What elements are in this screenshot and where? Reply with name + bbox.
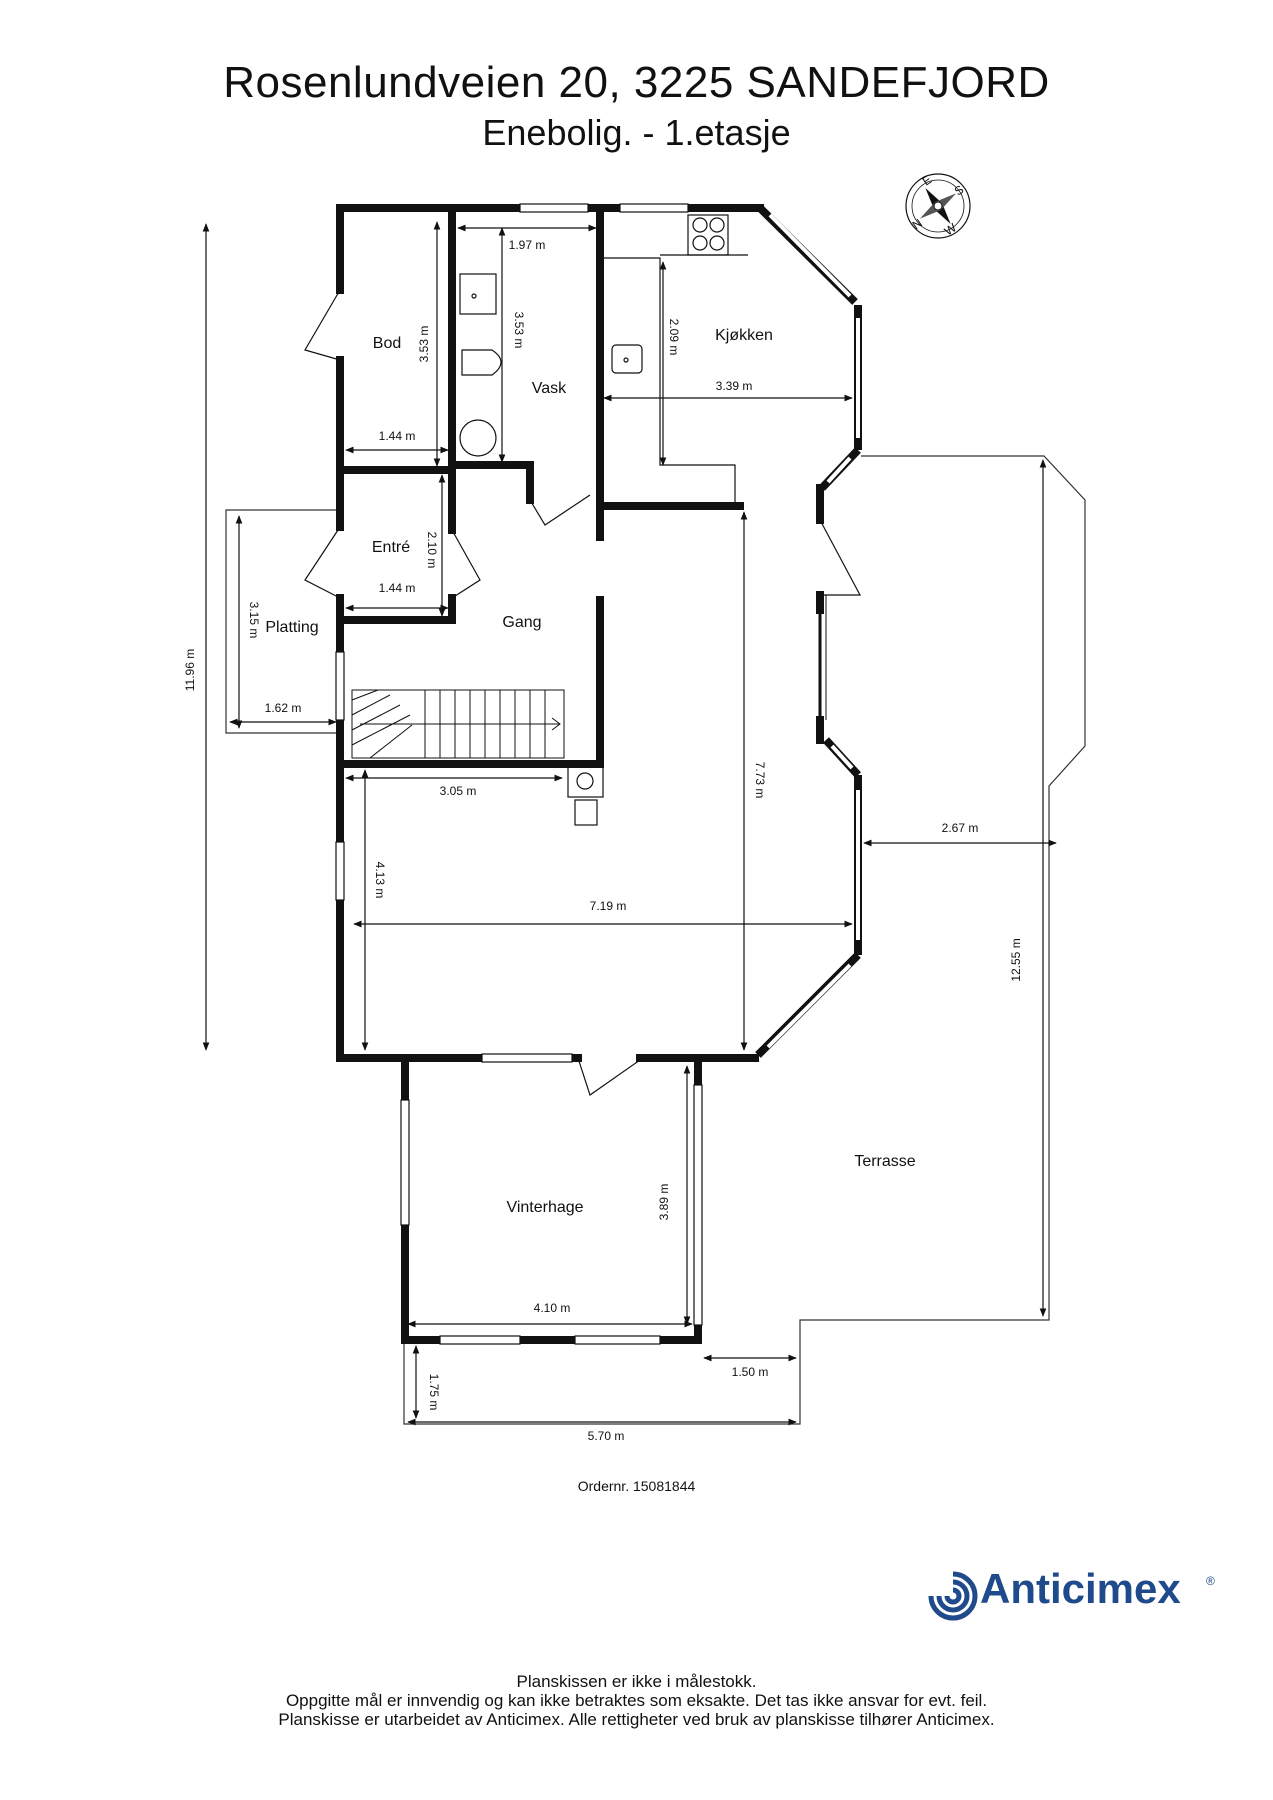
room-entre: Entré	[372, 539, 410, 556]
dim-terrasse-height: 12.55 m	[1009, 938, 1023, 981]
dim-lower-width: 5.70 m	[588, 1429, 625, 1443]
doors	[304, 289, 861, 1096]
walls	[336, 204, 824, 1344]
dim-kjokken-height: 2.09 m	[667, 319, 681, 356]
dim-stue-width: 7.19 m	[590, 899, 627, 913]
vask-sink-icon	[459, 273, 497, 315]
dim-vinterhage-height: 3.89 m	[657, 1184, 671, 1221]
room-vinterhage: Vinterhage	[506, 1199, 583, 1216]
dim-entre-width: 1.44 m	[379, 581, 416, 595]
room-gang: Gang	[502, 614, 541, 631]
dim-bod-height: 3.53 m	[417, 326, 431, 363]
toilet-icon	[461, 349, 502, 376]
dim-platting-width: 1.62 m	[265, 701, 302, 715]
dim-vinterhage-width: 4.10 m	[534, 1301, 571, 1315]
stairs	[351, 689, 565, 759]
dim-stue-width-top: 3.05 m	[440, 784, 477, 798]
dim-terrasse-step: 1.50 m	[732, 1365, 769, 1379]
dim-bod-width: 1.44 m	[379, 429, 416, 443]
logo-reg: ®	[1206, 1574, 1215, 1588]
dim-entre-height: 2.10 m	[425, 532, 439, 569]
order-number: Ordernr. 15081844	[577, 1478, 696, 1494]
footer-line-2: Oppgitte mål er innvendig og kan ikke be…	[285, 1691, 988, 1710]
stove-icon	[692, 217, 708, 233]
anticimex-logo-icon	[928, 1571, 978, 1621]
logo-name: Anticimex	[980, 1565, 1181, 1612]
dim-terrasse-width: 2.67 m	[942, 821, 979, 835]
dim-total-height: 11.96 m	[183, 649, 197, 691]
dimension-lines	[202, 221, 1057, 1426]
footer-line-1: Planskissen er ikke i målestokk.	[516, 1672, 757, 1691]
dim-stue-height: 4.13 m	[373, 862, 387, 899]
dim-stue-total-height: 7.73 m	[753, 762, 767, 799]
room-bod: Bod	[373, 335, 401, 352]
dim-lower-height: 1.75 m	[427, 1374, 441, 1411]
platting-outline	[225, 509, 337, 734]
fireplace-icon	[567, 764, 604, 798]
room-platting: Platting	[265, 619, 318, 636]
compass-icon: N E S W	[905, 172, 971, 239]
octagon-walls	[755, 205, 862, 1058]
compass-n: N	[910, 216, 925, 232]
kitchen-sink-icon	[611, 344, 643, 374]
dim-vask-width: 1.97 m	[509, 238, 546, 252]
footer-line-3: Planskisse er utarbeidet av Anticimex. A…	[278, 1710, 995, 1729]
boiler-icon	[459, 419, 497, 457]
dim-kjokken-width: 3.39 m	[716, 379, 753, 393]
compass-s: S	[952, 182, 967, 198]
dim-vask-height: 3.53 m	[512, 312, 526, 349]
room-terrasse: Terrasse	[854, 1153, 915, 1170]
page-title: Rosenlundveien 20, 3225 SANDEFJORD	[223, 58, 1050, 107]
footer: Planskissen er ikke i målestokk. Oppgitt…	[0, 1672, 1273, 1729]
dim-platting-height: 3.15 m	[247, 602, 261, 639]
room-kjokken: Kjøkken	[715, 327, 773, 344]
page-subtitle: Enebolig. - 1.etasje	[482, 112, 791, 153]
windows	[335, 203, 703, 1345]
compass-w: W	[942, 220, 960, 238]
room-vask: Vask	[532, 380, 567, 397]
